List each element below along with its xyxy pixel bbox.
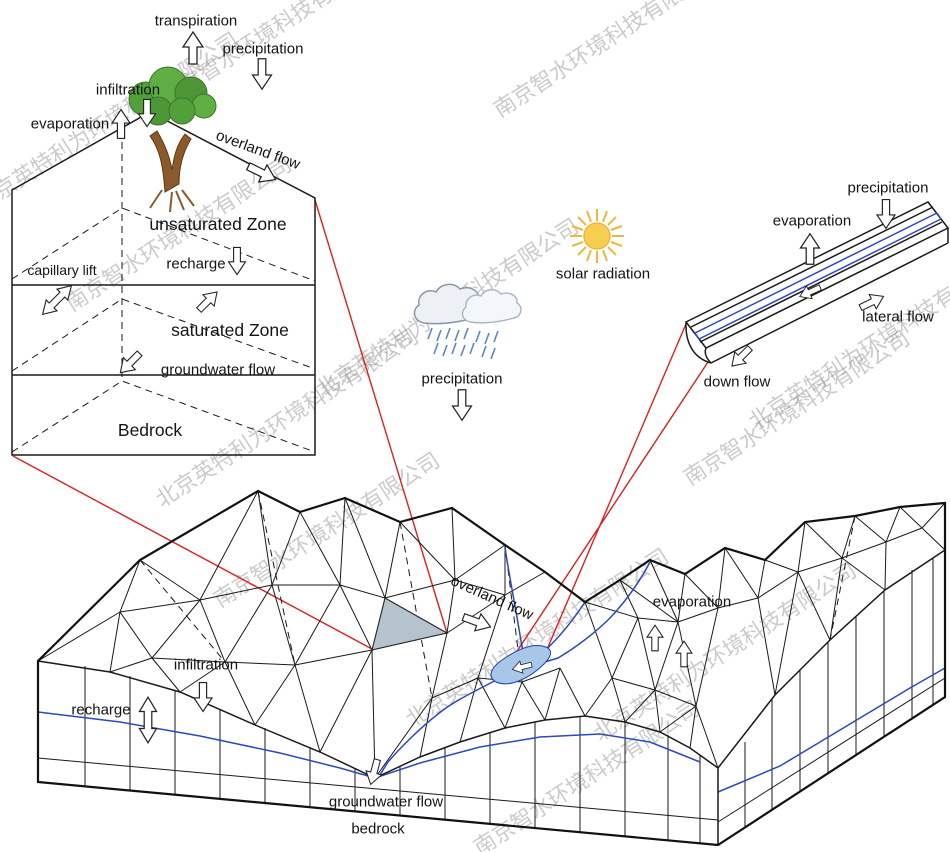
infiltration-label: infiltration [96,82,160,99]
soil-column-dashed-lines [11,130,316,453]
zoom-link-lines [12,199,709,681]
saturated-zone-label: saturated Zone [171,320,289,340]
groundwater-flow-arrow-icon [113,346,147,380]
evaporation-label: evaporation [31,116,109,133]
tree-trunk [149,130,192,193]
terrain-front-edge [37,549,946,845]
terrain-silhouette [36,489,947,847]
evaporation-label: evaporation [773,213,851,230]
rain-icon [427,327,499,360]
capillary-rise-arrow-icon [192,285,224,317]
tree-foliage [168,97,196,125]
right-face-grid [717,558,946,827]
precipitation-arrow-icon [451,389,473,421]
water-table-line [37,667,946,793]
precipitation-arrow-icon [251,58,273,90]
atmosphere-group: precipitation solar radiation [413,209,650,421]
recharge-label: recharge [166,256,225,273]
bedrock-label: Bedrock [118,420,182,440]
watermark-text: 南京智水环境科技有限公司 [469,695,704,852]
solar-radiation-label: solar radiation [556,266,650,283]
lateral-flow-label: lateral flow [862,309,934,326]
sun-disc [583,222,611,250]
unsaturated-zone-label: unsaturated Zone [149,214,286,234]
recharge-label: recharge [71,702,130,719]
tree-roots [149,189,195,213]
groundwater-flow-label: groundwater flow [161,362,275,379]
recharge-double-arrow-icon [138,696,158,744]
soil-column-outline [11,111,316,456]
channel-inset: precipitation evaporation lateral flow d… [684,180,950,391]
front-face-grid [37,666,719,843]
overland-flow-arrow-icon [459,608,495,636]
sun-icon [570,209,624,263]
channel-water-lines [694,212,942,340]
down-flow-label: down flow [704,374,771,391]
recharge-arrow-icon [227,246,247,276]
cloud-icon [461,289,522,324]
channel-outline [684,201,950,364]
overland-flow-label: overland flow [448,572,536,624]
soil-column-inset: transpiration precipitation infiltration… [11,13,316,456]
infiltration-arrow-icon [193,682,213,712]
down-flow-arrow-icon [725,341,757,373]
evaporation-arrow-icon [646,624,664,652]
terrain-mesh-dashed-lines [139,490,856,699]
evaporation-label: evaporation [653,594,731,611]
bedrock-label: bedrock [351,821,405,838]
capillary-lift-label: capillary lift [27,262,96,278]
sun-rays [570,209,624,263]
groundwater-flow-label: groundwater flow [329,794,443,811]
highlighted-mesh-triangle [371,597,449,651]
terrain-mesh-lines [37,490,946,779]
evaporation-arrow-icon [799,233,821,265]
tree-foliage [191,93,217,119]
precipitation-label: precipitation [848,180,929,197]
precipitation-label: precipitation [223,41,304,58]
precipitation-label: precipitation [422,371,503,388]
transpiration-label: transpiration [155,13,238,30]
precipitation-arrow-icon [876,199,896,229]
watermark-text: 南京智水环境科技有限公司 [679,325,914,490]
watermark-text: 南京智水环境科技有限公司 [489,0,724,122]
watermark-text: 南京智水环境科技有限公司 [209,447,444,612]
infiltration-label: infiltration [174,657,238,674]
